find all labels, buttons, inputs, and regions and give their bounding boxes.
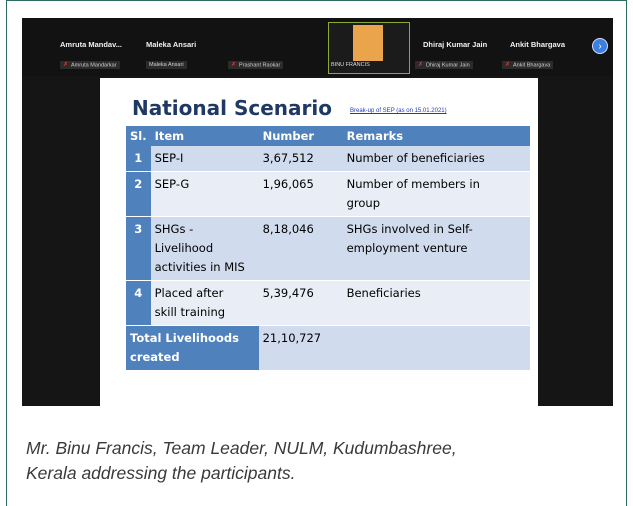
participant-label: BINU FRANCIS	[331, 62, 370, 68]
table-row: 1 SEP-I 3,67,512 Number of beneficiaries	[126, 146, 530, 172]
cell-remarks: SHGs involved in Self- employment ventur…	[342, 216, 530, 281]
participant-name: Maleka Ansari	[146, 40, 197, 49]
shared-slide: National Scenario Break-up of SEP (as on…	[100, 78, 538, 406]
cell-number: 5,39,476	[258, 280, 343, 326]
active-speaker-video[interactable]: BINU FRANCIS	[328, 22, 410, 74]
cell-sl: 1	[126, 146, 151, 172]
cell-item: SEP-G	[150, 171, 259, 217]
header-remarks: Remarks	[342, 126, 530, 146]
table-header-row: Sl. Item Number Remarks	[126, 126, 530, 146]
header-number: Number	[258, 126, 343, 146]
cell-item: SHGs - Livelihood activities in MIS	[150, 216, 259, 281]
cell-sl: 3	[126, 216, 151, 281]
table-row: 2 SEP-G 1,96,065 Number of members in gr…	[126, 171, 530, 217]
cell-sl: 2	[126, 171, 151, 217]
participant-label: ✗Prashant Raokar	[228, 61, 284, 70]
meeting-window: Amruta Mandav... ✗Amruta Mandarkar Malek…	[22, 18, 613, 406]
chevron-right-icon[interactable]: ›	[592, 38, 608, 54]
slide-link[interactable]: Break-up of SEP (as on 15.01.2021)	[350, 108, 447, 114]
mic-off-icon: ✗	[231, 62, 237, 68]
cell-remarks: Number of members in group	[342, 171, 530, 217]
table-row: 4 Placed after skill training 5,39,476 B…	[126, 280, 530, 326]
participant-name: Ankit Bhargava	[510, 40, 566, 49]
participant-name: Dhiraj Kumar Jain	[423, 40, 488, 49]
cell-remarks: Number of beneficiaries	[342, 146, 530, 172]
cell-remarks: Beneficiaries	[342, 280, 530, 326]
participant-label: ✗Amruta Mandarkar	[60, 61, 120, 70]
header-sl: Sl.	[126, 126, 151, 146]
table-total-row: Total Livelihoods created 21,10,727	[126, 325, 530, 371]
speaker-video-thumbnail	[353, 25, 383, 61]
cell-item: Placed after skill training	[150, 280, 259, 326]
total-remarks	[342, 325, 530, 371]
participant-label: ✗Dhiraj Kumar Jain	[415, 61, 473, 70]
total-label: Total Livelihoods created	[126, 325, 259, 371]
figure-frame	[6, 0, 627, 506]
total-number: 21,10,727	[258, 325, 343, 371]
participant-name: Amruta Mandav...	[60, 40, 122, 49]
figure-caption: Mr. Binu Francis, Team Leader, NULM, Kud…	[26, 438, 457, 483]
mic-off-icon: ✗	[505, 62, 511, 68]
participant-strip: Amruta Mandav... ✗Amruta Mandarkar Malek…	[22, 18, 613, 76]
mic-off-icon: ✗	[418, 62, 424, 68]
header-item: Item	[150, 126, 259, 146]
mic-off-icon: ✗	[63, 62, 69, 68]
cell-sl: 4	[126, 280, 151, 326]
slide-title: National Scenario	[132, 96, 332, 120]
table-row: 3 SHGs - Livelihood activities in MIS 8,…	[126, 216, 530, 281]
cell-number: 8,18,046	[258, 216, 343, 281]
cell-number: 3,67,512	[258, 146, 343, 172]
participant-label: ✗Ankit Bhargava	[502, 61, 554, 70]
participant-label: Maleka Ansari	[146, 61, 187, 69]
cell-item: SEP-I	[150, 146, 259, 172]
sep-table: Sl. Item Number Remarks 1 SEP-I 3,67,512…	[126, 126, 530, 371]
cell-number: 1,96,065	[258, 171, 343, 217]
